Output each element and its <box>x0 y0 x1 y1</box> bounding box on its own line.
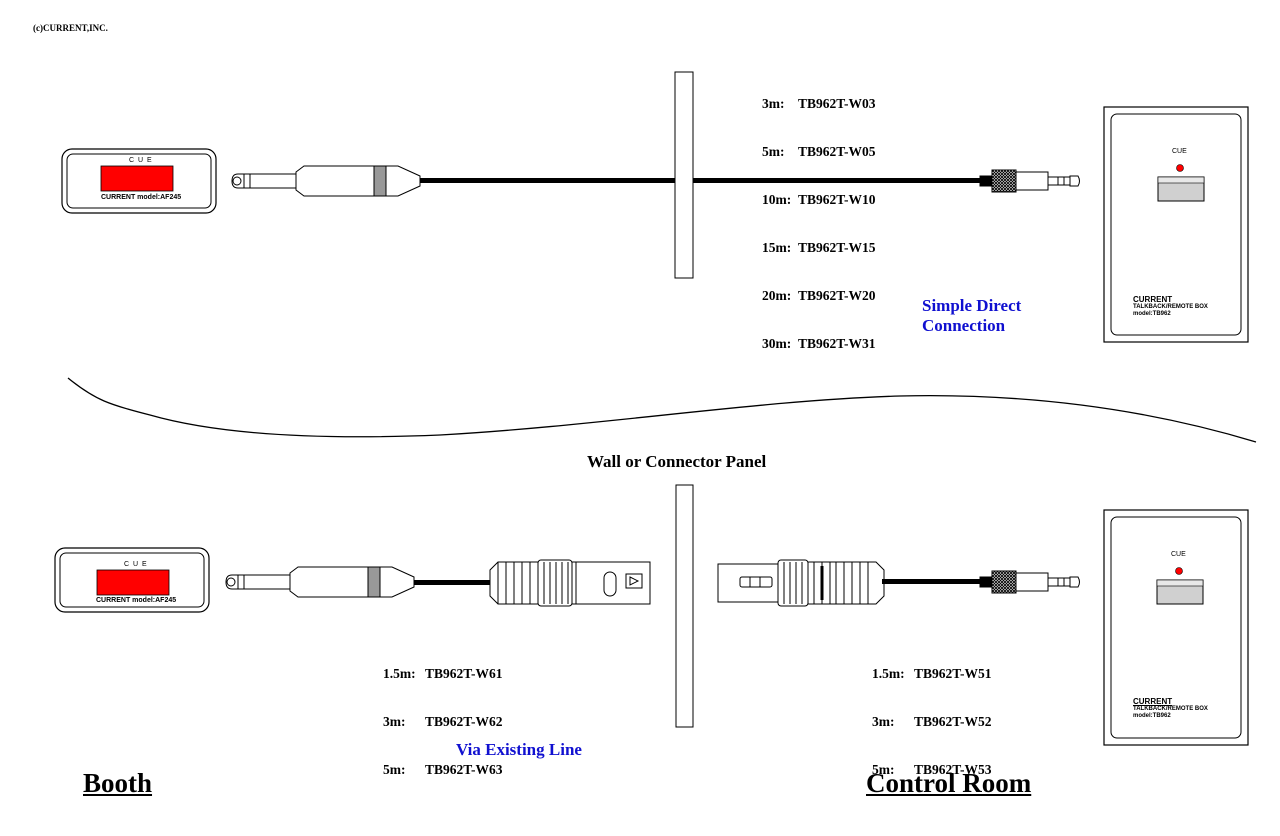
part-row: 1.5m: TB962T-W51 <box>872 666 992 682</box>
trs-plug-top <box>231 165 421 197</box>
tb962-model: model:TB962 <box>1133 311 1171 317</box>
part-row: 3m: TB962T-W62 <box>383 714 503 730</box>
part-model: TB962T-W03 <box>798 96 876 111</box>
part-row: 3m: TB962T-W03 <box>762 96 876 112</box>
af245-cue-label-bottom: C U E <box>124 561 148 568</box>
part-model: TB962T-W31 <box>798 336 876 351</box>
tb962-led-bottom <box>1175 567 1183 575</box>
existing-line-caption: Via Existing Line <box>456 740 582 759</box>
part-model: TB962T-W51 <box>914 666 992 681</box>
xlr-female-connector <box>717 559 885 607</box>
part-length: 5m: <box>383 762 406 777</box>
cable-top <box>420 178 992 183</box>
part-model: TB962T-W15 <box>798 240 876 255</box>
control-parts-list: 1.5m: TB962T-W51 3m: TB962T-W52 5m: TB962T-… <box>872 634 992 794</box>
part-model: TB962T-W05 <box>798 144 876 159</box>
af245-cue-button-bottom <box>96 569 170 596</box>
part-row: 10m: TB962T-W10 <box>762 192 876 208</box>
part-length: 5m: <box>872 762 895 777</box>
direct-parts-list: 3m: TB962T-W03 5m: TB962T-W05 10m: TB962T-W… <box>762 64 876 368</box>
af245-cue-button <box>100 165 174 192</box>
tb962-brand: CURRENT <box>1133 295 1173 304</box>
part-model: TB962T-W20 <box>798 288 876 303</box>
part-length: 20m: <box>762 288 792 303</box>
tb962-subtitle: TALKBACK/REMOTE BOX <box>1133 706 1208 712</box>
tb962-model: model:TB962 <box>1133 713 1171 719</box>
separator-curve <box>67 377 1257 443</box>
cable-bottom-right <box>882 579 994 584</box>
part-length: 5m: <box>762 144 785 159</box>
cable-bottom-left <box>414 580 492 585</box>
part-length: 1.5m: <box>872 666 905 681</box>
part-row: 5m: TB962T-W05 <box>762 144 876 160</box>
tb962-box-bottom <box>1103 509 1249 746</box>
part-model: TB962T-W53 <box>914 762 992 777</box>
tb962-cue-label-top: CUE <box>1172 148 1187 155</box>
mini-plug-top <box>979 169 1080 193</box>
af245-cue-label-top: C U E <box>129 157 153 164</box>
part-model: TB962T-W63 <box>425 762 503 777</box>
part-row: 5m: TB962T-W53 <box>872 762 992 778</box>
part-model: TB962T-W62 <box>425 714 503 729</box>
part-row: 5m: TB962T-W63 <box>383 762 503 778</box>
part-length: 3m: <box>383 714 406 729</box>
wall-label: Wall or Connector Panel <box>587 452 767 471</box>
booth-parts-list: 1.5m: TB962T-W61 3m: TB962T-W62 5m: TB962T-… <box>383 634 503 794</box>
direct-caption-line2: Connection <box>922 316 1006 335</box>
part-row: 20m: TB962T-W20 <box>762 288 876 304</box>
mini-plug-bottom <box>979 570 1080 594</box>
wall-bottom <box>675 484 694 728</box>
part-row: 15m: TB962T-W15 <box>762 240 876 256</box>
part-model: TB962T-W52 <box>914 714 992 729</box>
af245-model-label-bottom: CURRENT model:AF245 <box>96 597 177 604</box>
tb962-box-top <box>1103 106 1249 343</box>
part-row: 3m: TB962T-W52 <box>872 714 992 730</box>
part-length: 15m: <box>762 240 792 255</box>
copyright-notice: (c)CURRENT,INC. <box>33 23 108 33</box>
part-length: 30m: <box>762 336 792 351</box>
direct-caption: Simple Direct Connection <box>922 296 1021 336</box>
part-length: 3m: <box>872 714 895 729</box>
booth-heading: Booth <box>83 768 153 798</box>
af245-panel-bottom <box>54 547 210 613</box>
part-length: 10m: <box>762 192 792 207</box>
tb962-led-top <box>1176 164 1184 172</box>
direct-caption-line1: Simple Direct <box>922 296 1022 315</box>
part-length: 3m: <box>762 96 785 111</box>
part-model: TB962T-W61 <box>425 666 503 681</box>
tb962-brand: CURRENT <box>1133 697 1173 706</box>
xlr-male-connector <box>489 559 651 607</box>
part-row: 1.5m: TB962T-W61 <box>383 666 503 682</box>
tb962-subtitle: TALKBACK/REMOTE BOX <box>1133 304 1208 310</box>
af245-panel-top <box>61 148 217 214</box>
part-model: TB962T-W10 <box>798 192 876 207</box>
wall-top <box>674 71 694 279</box>
af245-model-label-top: CURRENT model:AF245 <box>101 194 182 201</box>
part-length: 1.5m: <box>383 666 416 681</box>
tb962-label-block-bottom: CURRENT TALKBACK/REMOTE BOX model:TB962 <box>1133 698 1208 720</box>
part-row: 30m: TB962T-W31 <box>762 336 876 352</box>
trs-plug-bottom <box>225 566 415 598</box>
control-room-heading: Control Room <box>866 768 1032 798</box>
tb962-cue-label-bottom: CUE <box>1171 551 1186 558</box>
tb962-label-block-top: CURRENT TALKBACK/REMOTE BOX model:TB962 <box>1133 296 1208 318</box>
